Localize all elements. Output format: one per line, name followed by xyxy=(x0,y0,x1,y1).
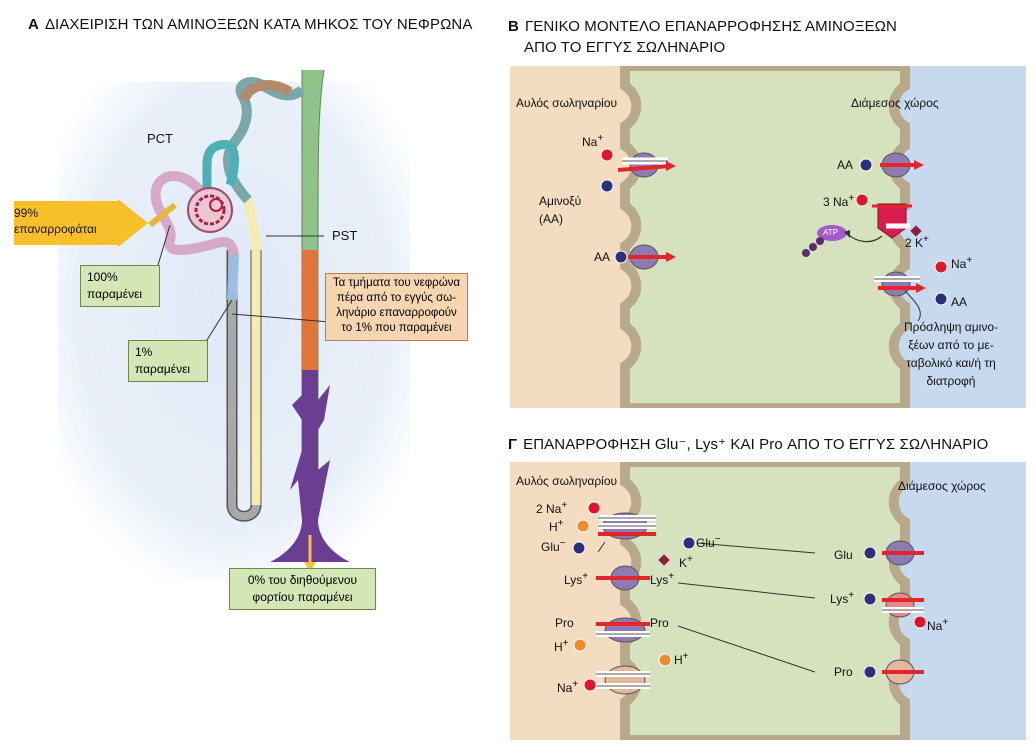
panel-c-lys-left: Lys+ xyxy=(564,571,589,587)
uptake-line-4: διατροφή xyxy=(926,374,976,388)
panel-c-lumen: Αυλός σωληναρίου xyxy=(516,474,618,488)
panel-b-title-line1: ΓΕΝΙΚΟ ΜΟΝΤΕΛΟ ΕΠΑΝΑΡΡΟΦΗΣΗΣ ΑΜΙΝΟΞΕΩΝ xyxy=(524,18,897,35)
pst-label: PST xyxy=(332,228,358,243)
pst-tube xyxy=(227,254,239,301)
uptake-line-2: ξέων από το με- xyxy=(908,338,994,352)
panel-c-pro-cell: Pro xyxy=(650,616,669,630)
panel-c-lys-cell: Lys+ xyxy=(650,571,675,587)
panel-b-aa-baso: AA xyxy=(837,158,854,172)
panel-b-uptake: Πρόσληψη αμινο- ξέων από το με- ταβολικό… xyxy=(904,318,998,390)
panel-b-lumen: Αυλός σωληναρίου xyxy=(516,96,618,110)
panel-a-letter: A xyxy=(28,16,39,33)
glomerulus xyxy=(187,187,233,233)
reabsorbed-text: επαναρροφάται xyxy=(14,222,97,236)
panel-c-k: K+ xyxy=(679,554,693,570)
panel-b-na-top: Na+ xyxy=(582,133,604,149)
panel-c-glu-minus-cell: Glu− xyxy=(696,534,721,550)
final-line-2: φορτίου παραμένει xyxy=(252,590,353,604)
panel-a-title: A ΔΙΑΧΕΙΡΙΣΗ ΤΩΝ ΑΜΙΝΟΞΕΩΝ ΚΑΤΑ ΜΗΚΟΣ ΤΟΥ… xyxy=(28,16,472,33)
pct-tube xyxy=(150,171,239,256)
panel-a-title-text: ΔΙΑΧΕΙΡΙΣΗ ΤΩΝ ΑΜΙΝΟΞΕΩΝ ΚΑΤΑ ΜΗΚΟΣ ΤΟΥ … xyxy=(44,16,473,33)
panel-b-title-line2: ΑΠΟ ΤΟ ΕΓΓΥΣ ΣΩΛΗΝΑΡΙΟ xyxy=(524,39,726,56)
uptake-line-3: ταβολικό και/ή τη xyxy=(906,356,996,370)
panel-c-na-left: Na+ xyxy=(557,679,579,695)
note-box: Τα τμήματα του νεφρώνα πέρα από το εγγύς… xyxy=(325,273,468,341)
remains-100-text: παραμένει xyxy=(87,287,143,301)
panel-b-aa-lumen: AA xyxy=(594,250,611,264)
collecting-duct-orange xyxy=(302,250,318,370)
panel-c-letter: Γ xyxy=(508,436,518,453)
panel-b-atp: ATP xyxy=(823,228,838,237)
panel-b-na-right: Na+ xyxy=(951,255,973,271)
panel-b-diagram xyxy=(510,66,1026,408)
aa-label-line-2: (ΑΑ) xyxy=(539,212,563,226)
note-line-1: Τα τμήματα του νεφρώνα xyxy=(332,277,461,289)
panel-c-diagram xyxy=(510,462,1026,740)
panel-c-pro-left: Pro xyxy=(555,616,574,630)
remains-1-box: 1% παραμένει xyxy=(128,340,208,382)
collecting-duct-purple xyxy=(270,370,350,562)
panel-c-title: Γ ΕΠΑΝΑΡΡΟΦΗΣΗ Glu⁻, Lys⁺ ΚΑΙ Pro ΑΠΟ ΤΟ … xyxy=(508,435,988,453)
panel-c-lys-right: Lys+ xyxy=(830,590,855,606)
remains-1-text: παραμένει xyxy=(135,362,191,376)
pct-label: PCT xyxy=(147,131,173,146)
remains-100-box: 100% παραμένει xyxy=(80,265,160,307)
panel-b-aa-label: Αμινοξύ (ΑΑ) xyxy=(539,192,581,228)
dct-tube xyxy=(243,199,261,505)
reabsorbed-box: 99% επαναρροφάται xyxy=(14,205,97,237)
note-line-4: το 1% που παραμένει xyxy=(341,322,452,334)
panel-b-letter: Β xyxy=(508,18,519,35)
panel-b-3na: 3 Na+ xyxy=(823,193,855,209)
final-box: 0% του διηθούμενου φορτίου παραμένει xyxy=(229,568,376,610)
uptake-line-1: Πρόσληψη αμινο- xyxy=(904,320,998,334)
aa-label-line-1: Αμινοξύ xyxy=(539,194,582,208)
reabsorbed-pct: 99% xyxy=(14,206,39,220)
remains-1-pct: 1% xyxy=(135,345,153,359)
panel-c-glu: Glu xyxy=(834,548,853,562)
panel-c-h-top: H+ xyxy=(549,518,564,534)
remains-100-pct: 100% xyxy=(87,270,118,284)
panel-b-2k: 2 K+ xyxy=(905,234,929,250)
panel-c-pro-right: Pro xyxy=(834,665,853,679)
panel-c-2na: 2 Na+ xyxy=(536,500,568,516)
panel-c-h-mid: H+ xyxy=(554,638,569,654)
panel-c-glu-minus-left: Glu− xyxy=(541,538,566,554)
final-line-1: 0% του διηθούμενου xyxy=(247,573,358,587)
note-line-3: ληνάριο επαναρροφούν xyxy=(336,307,457,319)
nephron-diagram xyxy=(58,69,410,580)
note-line-2: πέρα από το εγγύς σω- xyxy=(336,292,457,304)
panel-c-interstitium: Διάμεσος χώρος xyxy=(898,479,986,493)
reabsorbed-arrow-box xyxy=(14,199,148,247)
panel-c-h-cell: H+ xyxy=(674,651,689,667)
panel-c-na-right: Na+ xyxy=(927,617,949,633)
panel-b-interstitium: Διάμεσος χώρος xyxy=(851,96,939,110)
panel-b-cell xyxy=(620,66,910,408)
panel-b-aa-right: AA xyxy=(951,295,968,309)
panel-c-title-text: ΕΠΑΝΑΡΡΟΦΗΣΗ Glu⁻, Lys⁺ ΚΑΙ Pro ΑΠΟ ΤΟ Ε… xyxy=(523,436,989,453)
